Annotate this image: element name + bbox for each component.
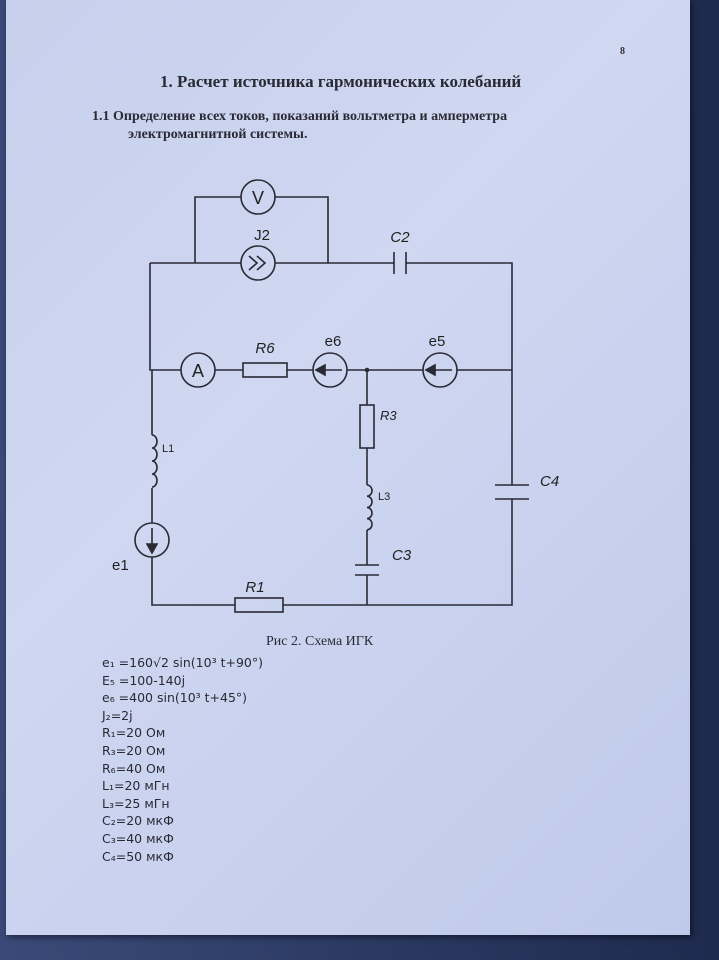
- parameter-item: R₆=40 Ом: [102, 760, 166, 776]
- ammeter-label: A: [192, 361, 204, 381]
- subheading-line-1: 1.1 Определение всех токов, показаний во…: [92, 109, 508, 124]
- subsection-heading: 1.1 Определение всех токов, показаний во…: [92, 108, 507, 144]
- arrowhead-icon: [314, 363, 326, 377]
- c2-label: C2: [390, 229, 410, 246]
- emf-e6-symbol: [312, 352, 348, 388]
- l1-label: L1: [162, 443, 174, 455]
- document-page: [6, 0, 690, 935]
- section-heading: 1. Расчет источника гармонических колеба…: [160, 72, 522, 91]
- wires: [149, 196, 513, 606]
- parameter-item: E₅ =100-140j: [102, 672, 186, 688]
- parameter-item: L₁=20 мГн: [102, 778, 170, 794]
- emf-e1-symbol: [134, 522, 170, 558]
- e1-label: e1: [112, 557, 129, 574]
- emf-e5-symbol: [422, 352, 458, 388]
- parameter-item: C₃=40 мкФ: [102, 830, 174, 846]
- c4-label: C4: [540, 473, 559, 490]
- e6-label: e6: [325, 333, 342, 350]
- j2-label: J2: [254, 227, 270, 244]
- double-arrow-icon: [248, 255, 267, 271]
- parameter-item: R₁=20 Ом: [102, 725, 166, 741]
- parameter-item: C₂=20 мкФ: [102, 813, 174, 829]
- capacitor-c4-symbol: [495, 484, 529, 500]
- r6-label: R6: [255, 340, 275, 357]
- current-source-j2-symbol: [240, 245, 276, 281]
- voltmeter-symbol: [240, 179, 276, 215]
- r1-label: R1: [245, 579, 264, 596]
- arrowhead-icon: [424, 363, 436, 377]
- capacitor-c3-symbol: [355, 564, 379, 576]
- parameter-item: e₁ =160√2 sin(10³ t+90°): [102, 655, 263, 670]
- parameter-item: L₃=25 мГн: [102, 795, 170, 811]
- inductor-l3-symbol: [366, 484, 373, 531]
- resistor-r3-symbol: [359, 404, 375, 449]
- parameter-item: J₂=2j: [102, 707, 133, 723]
- resistor-r1-symbol: [234, 597, 284, 613]
- parameter-item: C₄=50 мкФ: [102, 848, 174, 864]
- page-number: 8: [620, 46, 625, 57]
- parameter-item: e₆ =400 sin(10³ t+45°): [102, 690, 248, 706]
- figure-caption: Рис 2. Схема ИГК: [266, 634, 374, 649]
- parameter-item: R₃=20 Ом: [102, 742, 166, 758]
- arrowhead-icon: [145, 543, 159, 555]
- r3-label: R3: [380, 408, 397, 423]
- c3-label: C3: [392, 547, 412, 564]
- capacitor-c2-symbol: [393, 252, 407, 274]
- subheading-line-2: электромагнитной системы.: [128, 127, 308, 142]
- inductor-l1-symbol: [151, 434, 158, 488]
- l3-label: L3: [378, 491, 390, 503]
- resistor-r6-symbol: [242, 362, 288, 378]
- ammeter-symbol: [180, 352, 216, 388]
- junction-node: [364, 367, 370, 373]
- e5-label: e5: [429, 333, 446, 350]
- parameter-list: e₁ =160√2 sin(10³ t+90°) E₅ =100-140j e₆…: [102, 654, 263, 865]
- voltmeter-label: V: [252, 188, 264, 208]
